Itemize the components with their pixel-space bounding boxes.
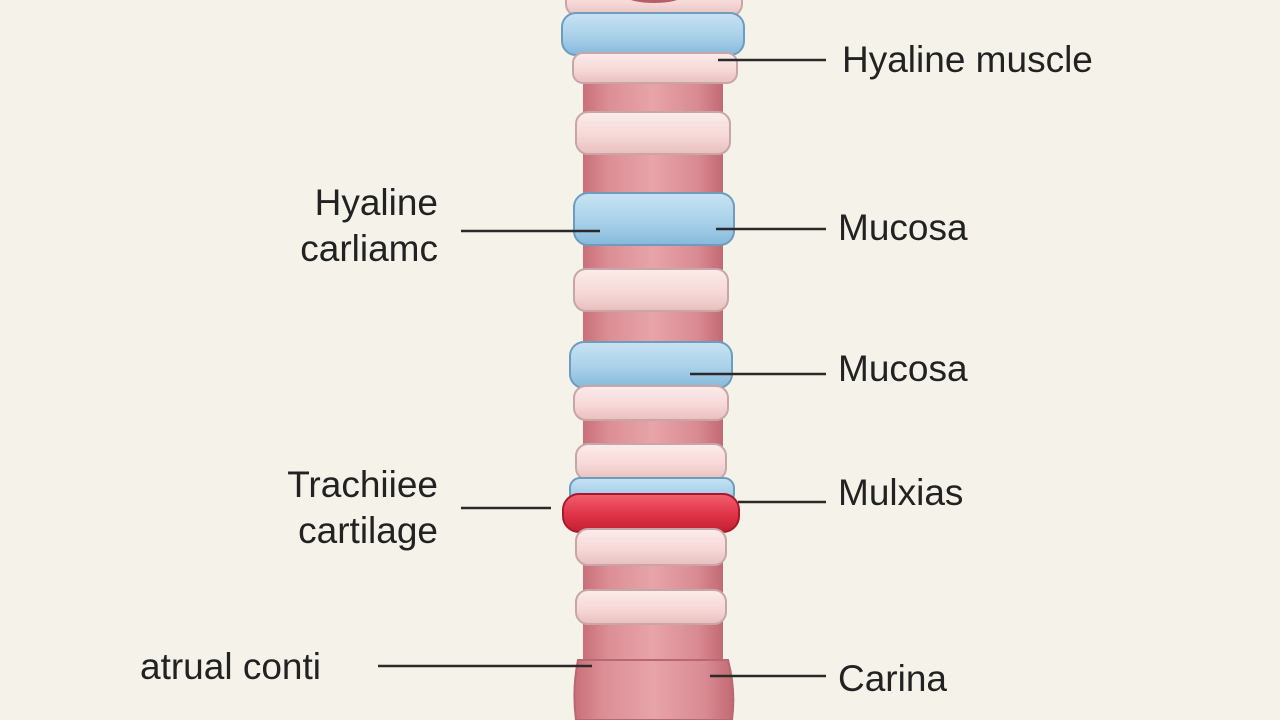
cartilage-ring: [572, 52, 738, 84]
mucosa-ring: [569, 341, 733, 389]
cartilage-ring: [575, 111, 731, 155]
mucosa-ring: [573, 192, 735, 246]
label-line: carliamc: [300, 228, 438, 269]
cartilage-ring: [573, 268, 729, 312]
trachea-base: [573, 659, 735, 720]
mucosa-ring: [561, 12, 745, 56]
label-atrual-conti: atrual conti: [140, 646, 321, 687]
cartilage-ring: [575, 589, 727, 625]
label-tracheal-cartilage: Trachiiee cartilage: [240, 462, 438, 554]
cartilage-ring: [575, 443, 727, 481]
tube-opening: [631, 0, 677, 3]
cartilage-ring: [573, 385, 729, 421]
cartilage-ring: [575, 528, 727, 566]
label-line: Trachiiee: [287, 464, 438, 505]
label-mucosa-lower: Mucosa: [838, 348, 968, 389]
label-hyaline-cartilage: Hyaline carliamc: [240, 180, 438, 272]
label-mucosa-upper: Mucosa: [838, 207, 968, 248]
label-carina: Carina: [838, 658, 947, 699]
highlight-ring: [562, 493, 740, 533]
label-mulxias: Mulxias: [838, 472, 964, 513]
label-line: Hyaline: [314, 182, 438, 223]
label-line: cartilage: [298, 510, 438, 551]
label-hyaline-muscle: Hyaline muscle: [842, 39, 1093, 80]
